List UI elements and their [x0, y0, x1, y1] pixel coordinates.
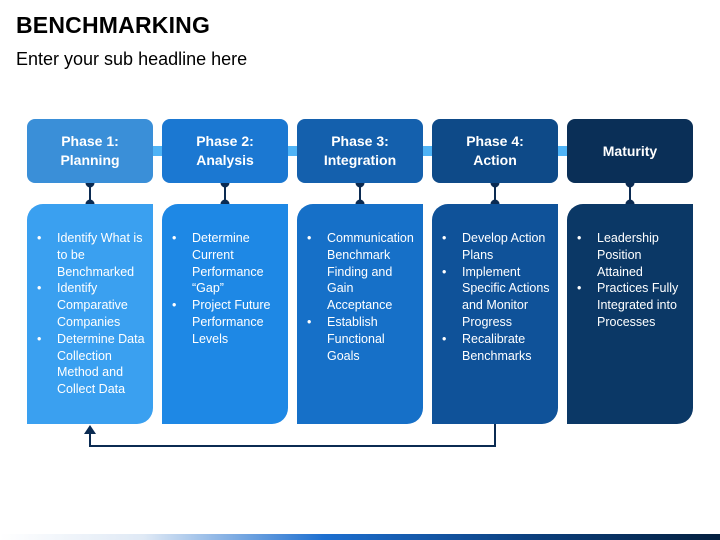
bullet-list: Identify What is to be Benchmarked Ident… [33, 230, 149, 398]
bullet-item: Implement Specific Actions and Monitor P… [438, 264, 554, 331]
phase-header-label: Phase 1: Planning [60, 133, 120, 168]
slide-title: BENCHMARKING [16, 12, 211, 38]
bullet-item: Identify Comparative Companies [33, 280, 149, 330]
phase-header-5: Maturity [567, 119, 693, 183]
bullet-item: Project Future Performance Levels [168, 297, 284, 347]
phase-header-2: Phase 2: Analysis [162, 119, 288, 183]
bullet-list: Leadership Position Attained Practices F… [573, 230, 689, 331]
bullet-item: Determine Current Performance “Gap” [168, 230, 284, 297]
bullet-item: Leadership Position Attained [573, 230, 689, 280]
bullet-item: Determine Data Collection Method and Col… [33, 331, 149, 398]
footer-gradient-bar [0, 534, 720, 540]
phase-card-3: Communication Benchmark Finding and Gain… [297, 204, 423, 424]
bullet-item: Practices Fully Integrated into Processe… [573, 280, 689, 330]
phase-header-1: Phase 1: Planning [27, 119, 153, 183]
arrow-up-icon [84, 425, 96, 434]
feedback-loop [84, 424, 496, 447]
bullet-item: Communication Benchmark Finding and Gain… [303, 230, 419, 314]
bullet-item: Recalibrate Benchmarks [438, 331, 554, 365]
phase-card-1: Identify What is to be Benchmarked Ident… [27, 204, 153, 424]
phase-header-label: Maturity [602, 142, 658, 159]
bullet-list: Determine Current Performance “Gap” Proj… [168, 230, 284, 348]
bullet-item: Establish Functional Goals [303, 314, 419, 364]
phase-header-4: Phase 4: Action [432, 119, 558, 183]
bullet-list: Communication Benchmark Finding and Gain… [303, 230, 419, 364]
phase-header-label: Phase 2: Analysis [196, 133, 254, 168]
feedback-line [89, 424, 496, 447]
bullet-item: Develop Action Plans [438, 230, 554, 264]
phase-card-4: Develop Action Plans Implement Specific … [432, 204, 558, 424]
phase-header-label: Phase 4: Action [466, 133, 524, 168]
slide-subtitle: Enter your sub headline here [16, 49, 248, 69]
phase-card-5: Leadership Position Attained Practices F… [567, 204, 693, 424]
phase-header-3: Phase 3: Integration [297, 119, 423, 183]
bullet-item: Identify What is to be Benchmarked [33, 230, 149, 280]
bullet-list: Develop Action Plans Implement Specific … [438, 230, 554, 364]
phase-header-label: Phase 3: Integration [323, 133, 397, 168]
phase-card-2: Determine Current Performance “Gap” Proj… [162, 204, 288, 424]
